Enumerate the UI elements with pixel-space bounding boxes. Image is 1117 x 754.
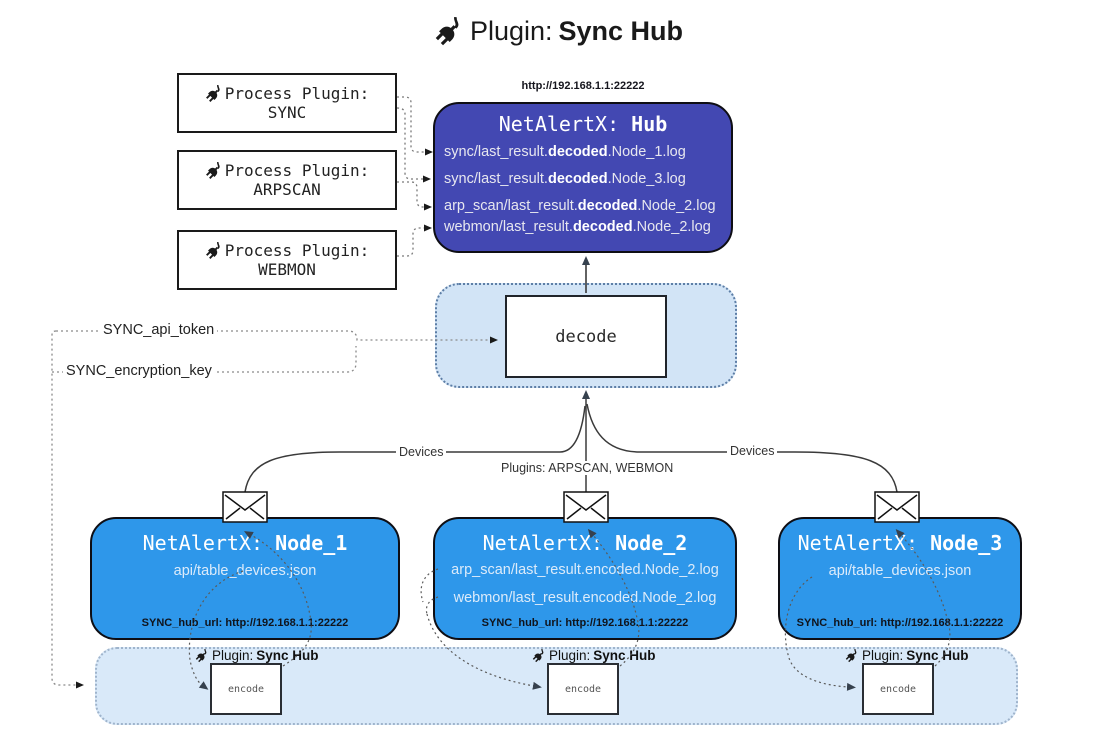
devices-label-left: Devices <box>396 445 447 459</box>
node1-line: api/table_devices.json <box>173 563 317 579</box>
process-plugin-name: ARPSCAN <box>253 180 321 199</box>
plug-icon <box>195 648 207 662</box>
process-plugin-box-arpscan: Process Plugin: ARPSCAN <box>177 150 397 210</box>
encode-box-node3: encode <box>862 663 934 715</box>
node2-line: arp_scan/last_result.encoded.Node_2.log <box>451 562 719 578</box>
page-title-bold: Sync Hub <box>558 16 684 46</box>
plug-icon <box>532 648 544 662</box>
hub-box <box>433 102 733 253</box>
node1-title: NetAlertX: Node_1 <box>142 531 348 555</box>
nodes-to-decode-fan <box>244 390 898 493</box>
plugins-label-middle: Plugins: ARPSCAN, WEBMON <box>498 461 677 475</box>
process-plugin-box-webmon: Process Plugin: WEBMON <box>177 230 397 290</box>
hub-log-line: sync/last_result.decoded.Node_3.log <box>444 171 686 187</box>
band-plugin-label: Plugin: Sync Hub <box>532 648 656 663</box>
encode-box-node1: encode <box>210 663 282 715</box>
plug-icon <box>435 16 459 45</box>
node2-title: NetAlertX: Node_2 <box>482 531 688 555</box>
hub-log-line: webmon/last_result.decoded.Node_2.log <box>444 219 711 235</box>
sync-encryption-key-label: SYNC_encryption_key <box>63 363 215 379</box>
plug-icon <box>205 241 220 259</box>
plug-icon <box>205 161 220 179</box>
node1-hub-url: SYNC_hub_url: http://192.168.1.1:22222 <box>141 617 349 629</box>
hub-url-label: http://192.168.1.1:22222 <box>521 80 645 92</box>
devices-label-right: Devices <box>727 444 778 458</box>
band-plugin-label: Plugin: Sync Hub <box>195 648 319 663</box>
band-plugin-label: Plugin: Sync Hub <box>845 648 969 663</box>
hub-log-line: arp_scan/last_result.decoded.Node_2.log <box>444 198 716 214</box>
page-title: Plugin: Sync Hub <box>0 16 1117 47</box>
decode-box: decode <box>505 295 667 378</box>
hub-title-bold: Hub <box>631 112 668 136</box>
node2-hub-url: SYNC_hub_url: http://192.168.1.1:22222 <box>481 617 689 629</box>
process-plugin-label: Process Plugin: <box>224 241 370 260</box>
process-plugin-box-sync: Process Plugin: SYNC <box>177 73 397 133</box>
encode-box-node2: encode <box>547 663 619 715</box>
hub-title: NetAlertX: Hub <box>433 112 733 136</box>
plug-icon <box>205 84 220 102</box>
hub-title-prefix: NetAlertX: <box>498 112 632 136</box>
node2-line: webmon/last_result.encoded.Node_2.log <box>453 590 717 606</box>
process-plugin-name: WEBMON <box>258 260 316 279</box>
node3-hub-url: SYNC_hub_url: http://192.168.1.1:22222 <box>796 617 1004 629</box>
node3-title: NetAlertX: Node_3 <box>797 531 1003 555</box>
process-plugin-label: Process Plugin: <box>224 161 370 180</box>
node3-line: api/table_devices.json <box>828 563 972 579</box>
plugin-to-hub-connectors <box>396 96 433 257</box>
process-plugin-name: SYNC <box>267 103 307 122</box>
hub-log-line: sync/last_result.decoded.Node_1.log <box>444 144 686 160</box>
page-title-prefix: Plugin: <box>469 16 553 46</box>
sync-api-token-label: SYNC_api_token <box>100 322 218 338</box>
process-plugin-label: Process Plugin: <box>224 84 370 103</box>
plug-icon <box>845 648 857 662</box>
